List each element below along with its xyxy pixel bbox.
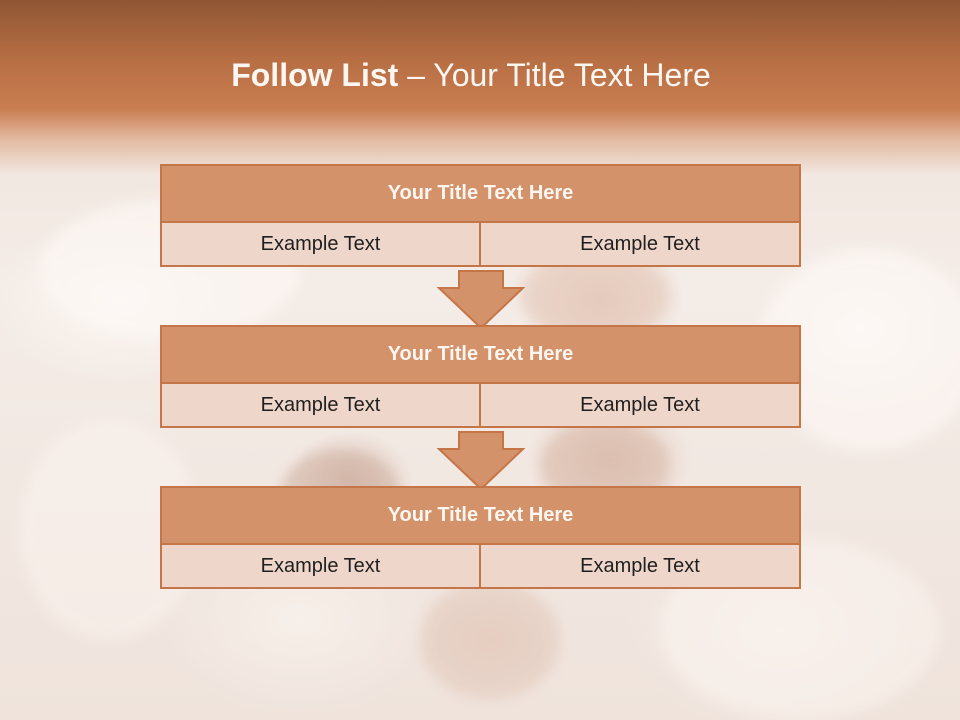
slide-title: Follow List – Your Title Text Here <box>0 52 942 98</box>
step-title-3: Your Title Text Here <box>160 486 801 545</box>
background-shape <box>420 580 560 700</box>
down-arrow-icon <box>437 431 525 491</box>
step-3-left-text: Example Text <box>160 543 481 589</box>
step-2-left-text: Example Text <box>160 382 481 428</box>
slide-title-rest: – Your Title Text Here <box>407 57 711 93</box>
header-band <box>0 0 960 175</box>
step-title-2: Your Title Text Here <box>160 325 801 384</box>
slide-title-bold: Follow List <box>231 57 408 93</box>
step-title-1: Your Title Text Here <box>160 164 801 223</box>
step-block-2: Your Title Text Here Example Text Exampl… <box>160 325 801 433</box>
step-2-right-text: Example Text <box>479 382 801 428</box>
step-3-right-text: Example Text <box>479 543 801 589</box>
step-block-3: Your Title Text Here Example Text Exampl… <box>160 486 801 592</box>
down-arrow-icon <box>437 270 525 330</box>
step-block-1: Your Title Text Here Example Text Exampl… <box>160 164 801 272</box>
step-1-right-text: Example Text <box>479 221 801 267</box>
step-1-left-text: Example Text <box>160 221 481 267</box>
